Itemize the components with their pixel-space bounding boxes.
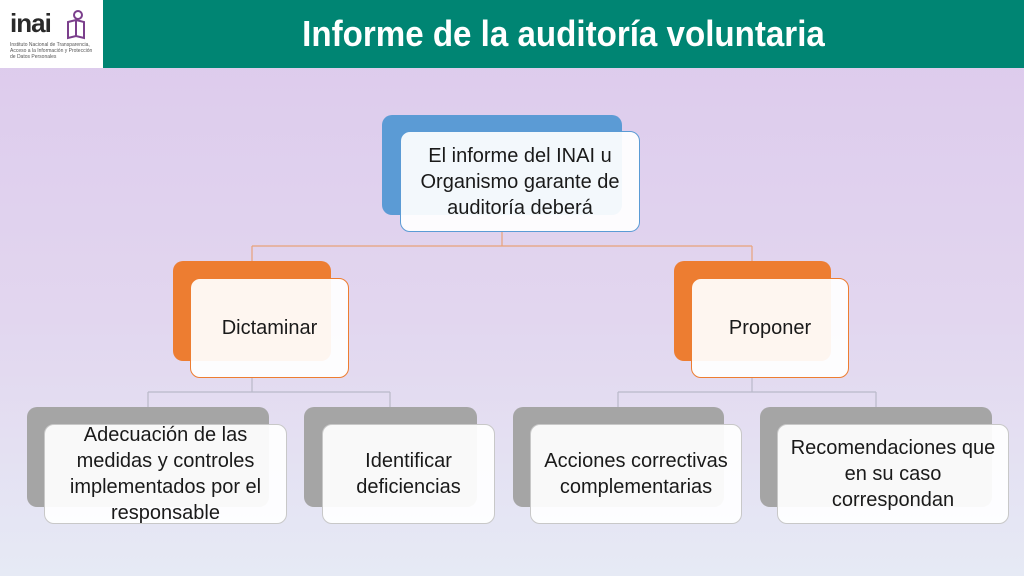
header: inai Instituto Nacional de Transparencia… <box>0 0 1024 68</box>
dictaminar-label: Dictaminar <box>221 317 318 339</box>
recomendaciones-node: Recomendaciones que en su caso correspon… <box>777 424 1009 524</box>
title-bar: Informe de la auditoría voluntaria <box>103 0 1024 68</box>
adecuacion-node: Adecuación de las medidas y controles im… <box>44 424 287 524</box>
page-title: Informe de la auditoría voluntaria <box>302 13 825 54</box>
acciones-label: Acciones correctivas complementarias <box>544 450 728 498</box>
adecuacion-label: Adecuación de las medidas y controles im… <box>69 424 262 524</box>
logo-text: inai <box>10 8 52 38</box>
dictaminar-node: Dictaminar <box>190 278 349 378</box>
inai-logo: inai Instituto Nacional de Transparencia… <box>0 0 103 68</box>
identificar-label: Identificar deficiencias <box>356 450 461 498</box>
root-node-label: El informe del INAI u Organismo garante … <box>420 144 620 219</box>
logo-subtext: Instituto Nacional de Transparencia, Acc… <box>10 42 93 60</box>
root-node: El informe del INAI u Organismo garante … <box>400 131 640 232</box>
recomendaciones-label: Recomendaciones que en su caso correspon… <box>790 437 996 511</box>
proponer-node: Proponer <box>691 278 849 378</box>
inai-emblem-icon <box>67 10 85 40</box>
identificar-node: Identificar deficiencias <box>322 424 495 524</box>
acciones-node: Acciones correctivas complementarias <box>530 424 742 524</box>
proponer-label: Proponer <box>728 317 812 339</box>
